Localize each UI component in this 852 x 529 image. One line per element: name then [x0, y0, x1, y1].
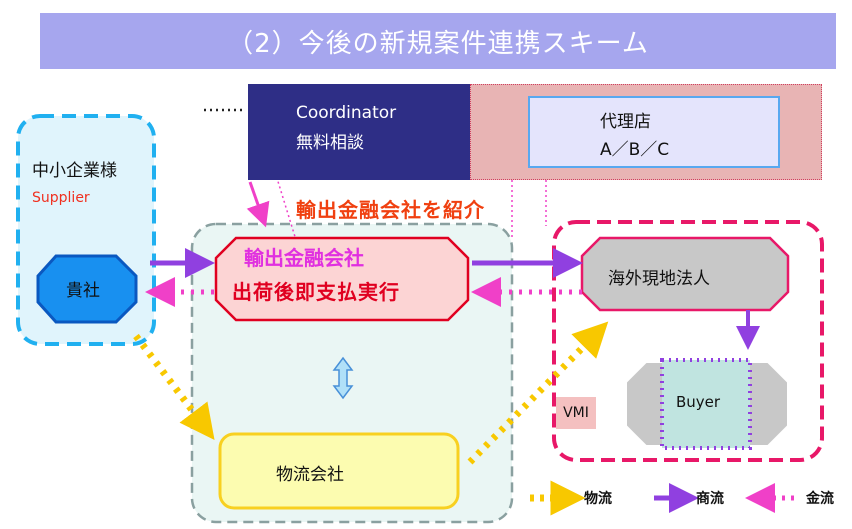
- sme-role: Supplier: [32, 190, 90, 206]
- title-text: （2）今後の新規案件連携スキーム: [227, 28, 649, 59]
- intro-arrow: [246, 181, 270, 228]
- logistics-label: 物流会社: [276, 465, 344, 485]
- agency-line1: 代理店: [600, 112, 651, 132]
- legend-payment-label: 金流: [806, 491, 834, 507]
- sme-name: 中小企業様: [32, 161, 117, 181]
- page-title: （2）今後の新規案件連携スキーム: [40, 13, 836, 69]
- legend-logistics-label: 物流: [584, 491, 612, 507]
- vmi-label: VMI: [563, 405, 589, 421]
- logistics-arrow-company-logistics: [133, 333, 215, 440]
- company-octagon[interactable]: [36, 254, 138, 324]
- coordinator-box[interactable]: Coordinator 無料相談: [248, 84, 470, 180]
- agency-line2: A／B／C: [600, 140, 670, 160]
- buyer-label: Buyer: [676, 393, 721, 411]
- finance-action: 出荷後即支払実行: [232, 280, 400, 304]
- finance-name: 輸出金融会社: [244, 246, 364, 270]
- coordinator-line1: Coordinator: [296, 103, 397, 123]
- intro-label: 輸出金融会社を紹介: [296, 198, 485, 222]
- double-arrow: [332, 356, 354, 400]
- logistics-box[interactable]: [218, 432, 460, 510]
- buyer-inner-box: [660, 358, 752, 450]
- agency-box[interactable]: 代理店 A／B／C: [528, 96, 780, 168]
- logistics-arrow-logistics-overseas: [467, 321, 609, 465]
- coordinator-line2: 無料相談: [296, 133, 364, 153]
- company-label: 貴社: [66, 281, 100, 301]
- vmi-badge: VMI: [556, 397, 596, 429]
- overseas-label: 海外現地法人: [608, 269, 710, 289]
- legend-commerce-label: 商流: [696, 491, 724, 507]
- finance-octagon[interactable]: [214, 236, 470, 322]
